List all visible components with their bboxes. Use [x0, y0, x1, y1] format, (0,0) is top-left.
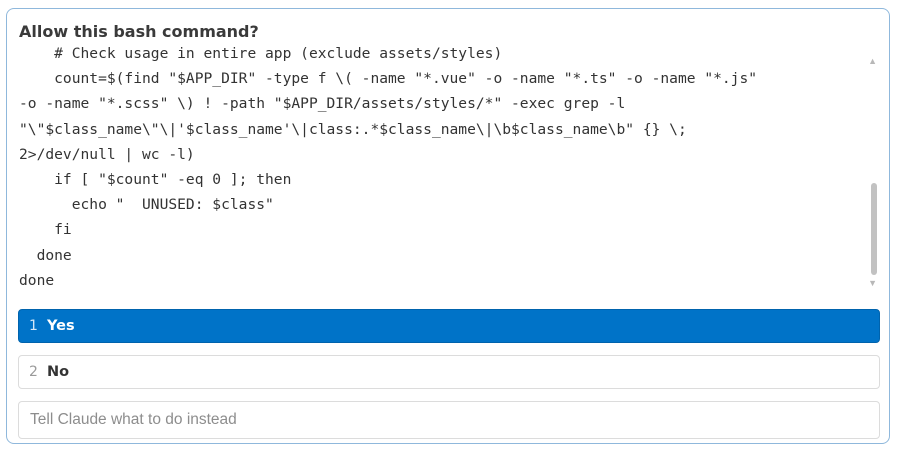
code-line: -o -name "*.scss" \) ! -path "$APP_DIR/a… — [19, 95, 626, 113]
dialog-title: Allow this bash command? — [19, 22, 259, 41]
code-line: done — [19, 271, 55, 289]
code-line: fi — [19, 221, 72, 239]
chevron-up-icon[interactable]: ▲ — [868, 56, 877, 66]
option-no-button[interactable]: 2 No — [18, 355, 880, 389]
option-yes-button[interactable]: 1 Yes — [18, 309, 880, 343]
command-code: # Check usage in entire app (exclude ass… — [19, 47, 869, 293]
option-number: 2 — [29, 364, 38, 380]
chevron-down-icon[interactable]: ▼ — [868, 278, 877, 288]
code-line: if [ "$count" -eq 0 ]; then — [19, 170, 292, 188]
scrollbar-thumb[interactable] — [871, 183, 877, 275]
command-preview[interactable]: # Check usage in entire app (exclude ass… — [7, 47, 889, 297]
code-line: done — [19, 246, 72, 264]
instructions-input[interactable] — [18, 401, 880, 439]
code-line: echo " UNUSED: $class" — [19, 196, 274, 214]
code-line: count=$(find "$APP_DIR" -type f \( -name… — [19, 70, 758, 88]
code-line: # Check usage in entire app (exclude ass… — [19, 47, 503, 62]
option-label: Yes — [47, 318, 75, 334]
option-number: 1 — [29, 318, 38, 334]
code-line: 2>/dev/null | wc -l) — [19, 145, 195, 163]
permission-dialog: Allow this bash command? # Check usage i… — [6, 8, 890, 444]
code-line: "\"$class_name\"\|'$class_name'\|class:.… — [19, 120, 687, 138]
option-label: No — [47, 364, 70, 380]
